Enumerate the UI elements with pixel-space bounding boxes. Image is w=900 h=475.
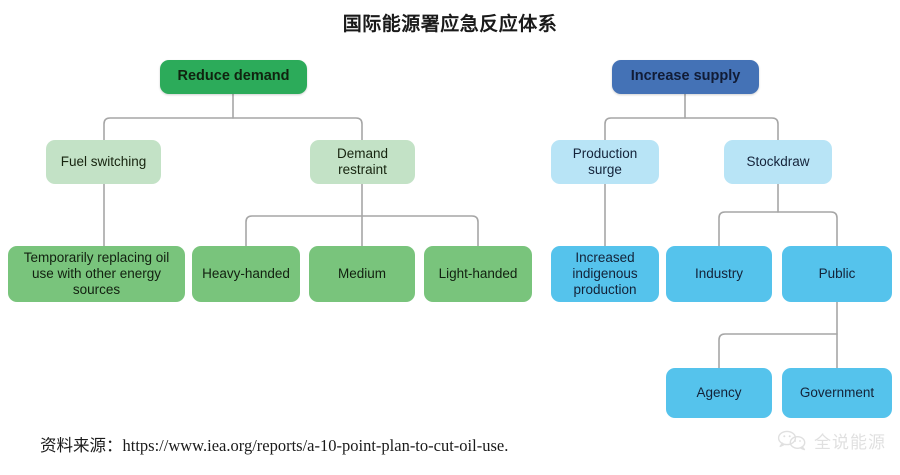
node-stockdraw-label: Stockdraw <box>746 153 810 169</box>
node-agency-label: Agency <box>696 384 742 400</box>
node-public-label: Public <box>818 265 856 281</box>
node-reduce-demand-label: Reduce demand <box>177 68 290 85</box>
node-industry[interactable]: Industry <box>666 246 772 302</box>
node-heavy-handed-label: Heavy-handed <box>202 265 290 281</box>
node-heavy-handed[interactable]: Heavy-handed <box>192 246 300 302</box>
node-production-surge[interactable]: Production surge <box>551 140 659 184</box>
node-medium-label: Medium <box>337 265 386 281</box>
node-medium[interactable]: Medium <box>309 246 415 302</box>
watermark: 全说能源 <box>777 428 886 453</box>
node-temporarily-replacing-oil-label: Temporarily replacing oil use with other… <box>23 249 170 298</box>
node-demand-restraint-label: Demand restraint <box>336 145 389 177</box>
node-fuel-switching-label: Fuel switching <box>60 153 147 169</box>
node-stockdraw[interactable]: Stockdraw <box>724 140 832 184</box>
source-note: 资料来源：https://www.iea.org/reports/a-10-po… <box>40 432 508 456</box>
node-government-label: Government <box>799 384 875 400</box>
node-demand-restraint[interactable]: Demand restraint <box>310 140 415 184</box>
node-increase-supply[interactable]: Increase supply <box>612 60 759 94</box>
page-title: 国际能源署应急反应体系 <box>342 14 558 35</box>
source-label: 资料来源： <box>40 436 123 455</box>
node-light-handed-label: Light-handed <box>438 265 518 281</box>
node-industry-label: Industry <box>694 265 744 281</box>
node-temporarily-replacing-oil[interactable]: Temporarily replacing oil use with other… <box>8 246 185 302</box>
wechat-icon <box>777 430 806 450</box>
node-agency[interactable]: Agency <box>666 368 772 418</box>
node-increased-indigenous-production[interactable]: Increased indigenous production <box>551 246 659 302</box>
node-increased-indigenous-production-label: Increased indigenous production <box>572 249 638 298</box>
source-url: https://www.iea.org/reports/a-10-point-p… <box>122 436 509 455</box>
node-light-handed[interactable]: Light-handed <box>424 246 532 302</box>
watermark-text: 全说能源 <box>814 433 886 452</box>
node-production-surge-label: Production surge <box>572 145 638 177</box>
node-increase-supply-label: Increase supply <box>630 68 741 85</box>
node-reduce-demand[interactable]: Reduce demand <box>160 60 307 94</box>
node-public[interactable]: Public <box>782 246 892 302</box>
node-government[interactable]: Government <box>782 368 892 418</box>
node-fuel-switching[interactable]: Fuel switching <box>46 140 161 184</box>
